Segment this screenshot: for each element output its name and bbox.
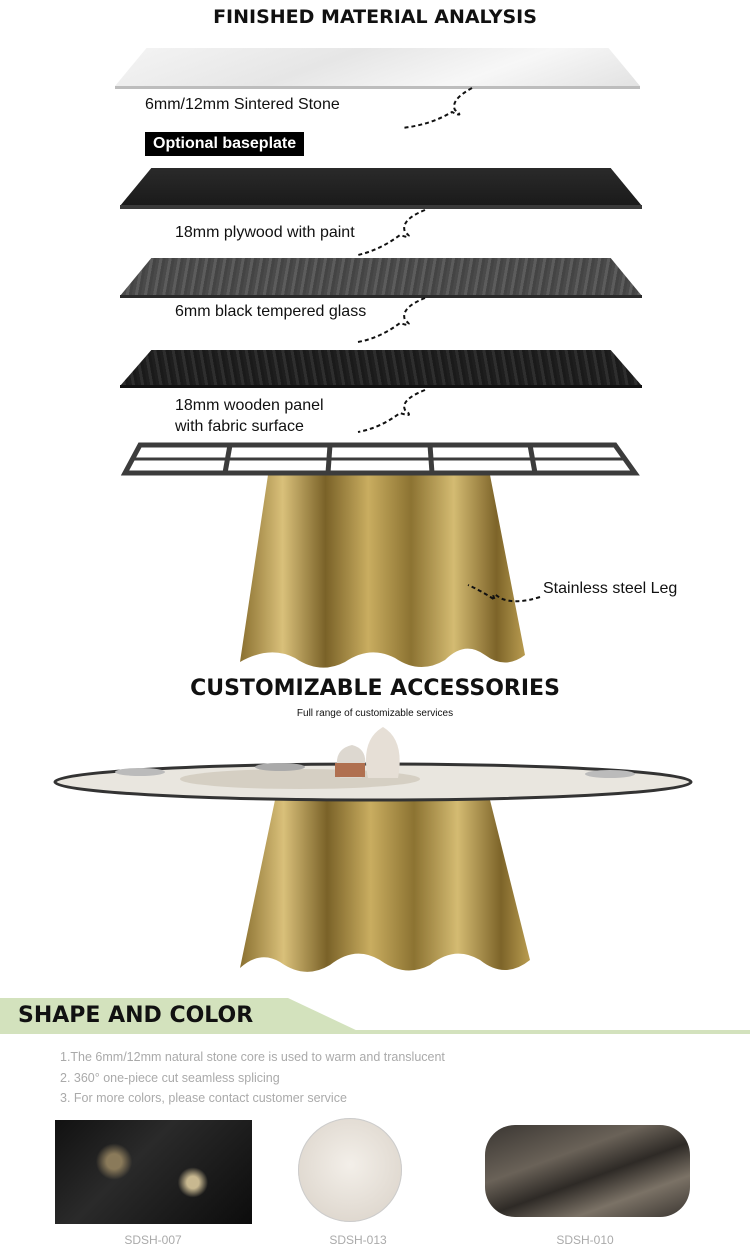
label-wooden-panel-1: 18mm wooden panel bbox=[175, 397, 324, 414]
label-stainless-steel-leg: Stainless steel Leg bbox=[543, 580, 678, 597]
swatch-sdsh-010[interactable] bbox=[485, 1125, 690, 1217]
slab-edge bbox=[120, 205, 642, 209]
swatch-label: SDSH-010 bbox=[556, 1233, 614, 1247]
tableware-decor bbox=[115, 727, 635, 778]
plywood-slab bbox=[120, 168, 642, 206]
swatch-label: SDSH-007 bbox=[124, 1233, 182, 1247]
swatch-sdsh-013[interactable] bbox=[298, 1118, 402, 1222]
note-3: 3. For more colors, please contact custo… bbox=[60, 1091, 347, 1105]
section-title-shape-color: SHAPE AND COLOR bbox=[18, 1003, 254, 1028]
section-banner bbox=[0, 998, 360, 1032]
slab-edge bbox=[120, 385, 642, 388]
tempered-glass-slab bbox=[120, 258, 642, 296]
stainless-steel-leg bbox=[240, 475, 525, 668]
banner-underline bbox=[0, 1030, 750, 1034]
note-1: 1.The 6mm/12mm natural stone core is use… bbox=[60, 1050, 445, 1064]
section-title-material-analysis: FINISHED MATERIAL ANALYSIS bbox=[213, 6, 537, 28]
wooden-panel-slab bbox=[120, 350, 642, 386]
note-2: 2. 360° one-piece cut seamless splicing bbox=[60, 1071, 280, 1085]
dashed-arrow-icons bbox=[357, 87, 541, 603]
label-wooden-panel-2: with fabric surface bbox=[175, 418, 304, 435]
table-illustration bbox=[53, 87, 693, 972]
swatch-label: SDSH-013 bbox=[329, 1233, 387, 1247]
label-plywood: 18mm plywood with paint bbox=[175, 224, 355, 241]
sintered-stone-slab bbox=[115, 48, 640, 86]
swatch-sdsh-007[interactable] bbox=[55, 1120, 252, 1224]
slab-edge bbox=[120, 295, 642, 298]
label-tempered-glass: 6mm black tempered glass bbox=[175, 303, 367, 320]
label-sintered-stone: 6mm/12mm Sintered Stone bbox=[145, 96, 340, 113]
accessories-subtitle: Full range of customizable services bbox=[296, 708, 454, 719]
oval-table-leg bbox=[240, 800, 530, 972]
steel-frame bbox=[120, 442, 640, 476]
slab-edge bbox=[115, 86, 640, 89]
section-title-accessories: CUSTOMIZABLE ACCESSORIES bbox=[190, 676, 560, 701]
label-optional-baseplate: Optional baseplate bbox=[145, 132, 305, 156]
